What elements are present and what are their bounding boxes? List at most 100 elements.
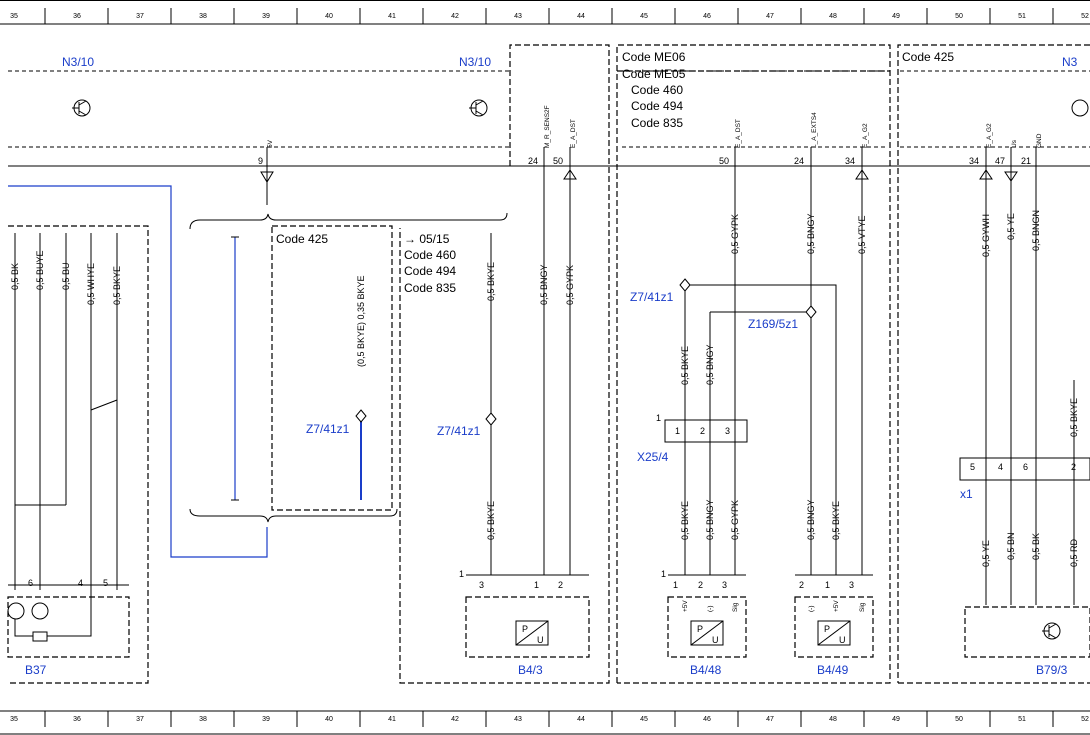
inner-code-460: Code 460 (404, 248, 456, 262)
wire-label-w15: 0,5 BKYE (680, 501, 690, 540)
x25-side-pin: 1 (656, 413, 661, 423)
b4-3-pin-0: 3 (479, 580, 484, 590)
ecu-pin-p9: 9 (258, 156, 263, 166)
x1-pin-0: 5 (970, 462, 975, 472)
ruler-top-42: 42 (451, 13, 459, 20)
wire-label-w9: 0,5 BKYE (486, 501, 496, 540)
wire-label-w22: 0,5 BNGN (1031, 210, 1041, 251)
wire-label-w17: 0,5 GYPK (730, 500, 740, 540)
wire-label-w4: 0,5 WHYE (86, 263, 96, 305)
pu-b4-48-p: P (697, 624, 703, 634)
wire-label-w27: 0,5 RD (1069, 538, 1079, 567)
wire-label-w24: 0,5 YE (981, 540, 991, 567)
ruler-top-36: 36 (73, 13, 81, 20)
ruler-top-52: 52 (1081, 13, 1089, 20)
b4-48-sub-2: Sig (732, 602, 739, 612)
signal-s_eadst: E_A_DST (570, 119, 577, 148)
wire-label-w20: 0,5 GYWH (981, 214, 991, 257)
component-b37: B37 (25, 663, 47, 677)
b4-48-sub-0: +5V (682, 600, 689, 612)
ruler-bottom-46: 46 (703, 716, 711, 723)
component-b79-3: B79/3 (1036, 663, 1068, 677)
ruler-bottom-44: 44 (577, 716, 585, 723)
x25-pin-2: 3 (725, 426, 730, 436)
wire-label-w21: 0,5 YE (1006, 213, 1016, 240)
wire-label-w25: 0,5 BN (1006, 532, 1016, 560)
inner-code-494: Code 494 (404, 264, 456, 278)
blue-wires (8, 185, 362, 558)
b4-3-side-pin: 1 (459, 569, 464, 579)
wire-label-w14: 0,5 BNGY (705, 344, 715, 385)
wire-label-w3: 0,5 BU (61, 262, 71, 290)
wire-label-w_code425: (0,5 BKYE) 0,35 BKYE (356, 275, 366, 367)
ruler-bottom-45: 45 (640, 716, 648, 723)
ecu-pin-p24a: 24 (528, 156, 538, 166)
b4-48-pin-0: 1 (673, 580, 678, 590)
b4-49-pin-2: 3 (849, 580, 854, 590)
b4-48-pin-1: 2 (698, 580, 703, 590)
wire-label-w18: 0,5 BNGY (806, 499, 816, 540)
wire-label-w13: 0,5 BKYE (680, 346, 690, 385)
wire-label-w6: 0,5 BKYE (486, 262, 496, 301)
code-835-label: Code 835 (631, 116, 683, 130)
signal-s_eag2b: E_A_G2 (986, 123, 993, 148)
code-425-right-label: Code 425 (902, 50, 954, 64)
pu-b4-3-u: U (537, 635, 544, 645)
components (7, 574, 1090, 658)
wire-label-w7: 0,5 BNGY (539, 264, 549, 305)
wire-label-w26: 0,5 BK (1031, 533, 1041, 560)
ruler-bottom-40: 40 (325, 716, 333, 723)
b4-49-sub-0: (-) (808, 606, 815, 613)
wire-label-w10: 0,5 GYPK (730, 214, 740, 254)
wires (14, 147, 1075, 605)
wire-label-w23: 0,5 BKYE (1069, 398, 1079, 437)
ruler-bottom-47: 47 (766, 716, 774, 723)
harness-braces (189, 212, 508, 523)
signal-s_laexts: L_A_EXTS4 (811, 112, 818, 148)
ruler-top-35: 35 (10, 13, 18, 20)
signal-s_5v: 5V (267, 139, 274, 148)
ruler-bottom-38: 38 (199, 716, 207, 723)
ruler-bottom-50: 50 (955, 716, 963, 723)
wire-label-w11: 0,5 BNGY (806, 213, 816, 254)
ruler-top-50: 50 (955, 13, 963, 20)
ruler-bottom-41: 41 (388, 716, 396, 723)
component-b4-3: B4/3 (518, 663, 543, 677)
x1-pin-3: 2 (1071, 462, 1076, 472)
ruler-top-49: 49 (892, 13, 900, 20)
ruler-bottom-36: 36 (73, 716, 81, 723)
splice-z7-c: Z7/41z1 (630, 290, 674, 304)
b37-pin-1: 4 (78, 578, 83, 588)
code-425-inner-label: Code 425 (276, 232, 328, 246)
code-494-label: Code 494 (631, 99, 683, 113)
ruler-top-46: 46 (703, 13, 711, 20)
inner-code-835: Code 835 (404, 281, 456, 295)
ecu-pin-p34b: 34 (969, 156, 979, 166)
wire-label-w5: 0,5 BKYE (112, 266, 122, 305)
signal-s_eag2: E_A_G2 (862, 123, 869, 148)
signal-s_eadst2: E_A_DST (735, 119, 742, 148)
column-ruler-bottom (0, 710, 1090, 735)
ruler-bottom-51: 51 (1018, 716, 1026, 723)
pu-b4-49-u: U (839, 635, 846, 645)
b4-3-pin-1: 1 (534, 580, 539, 590)
ecu-pin-p24b: 24 (794, 156, 804, 166)
ruler-bottom-52: 52 (1081, 716, 1089, 723)
x1-pin-2: 6 (1023, 462, 1028, 472)
x25-pin-1: 2 (700, 426, 705, 436)
ruler-top-47: 47 (766, 13, 774, 20)
wire-label-w8: 0,5 GYPK (565, 265, 575, 305)
signal-s_us: Us (1011, 139, 1018, 148)
b4-49-sub-2: Sig (859, 602, 866, 612)
connector-x25-4: X25/4 (637, 450, 669, 464)
ruler-top-51: 51 (1018, 13, 1026, 20)
ruler-top-38: 38 (199, 13, 207, 20)
splice-z7-a: Z7/41z1 (306, 422, 350, 436)
code-me06-label: Code ME06 (622, 50, 686, 64)
column-ruler-top (0, 0, 1090, 25)
ruler-bottom-49: 49 (892, 716, 900, 723)
x1-pin-1: 4 (998, 462, 1003, 472)
ecu-pin-p50b: 50 (719, 156, 729, 166)
signal-s_gnd: GND (1036, 133, 1043, 148)
wire-label-w12: 0,5 VTYE (857, 215, 867, 254)
